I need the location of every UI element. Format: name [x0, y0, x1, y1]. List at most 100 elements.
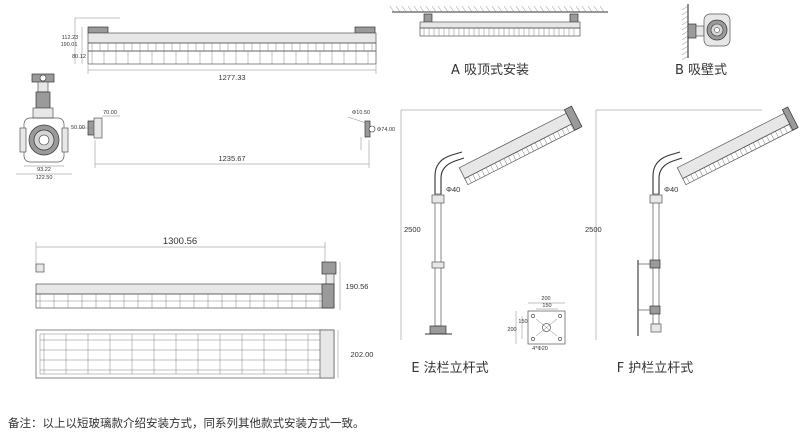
drawing-line [503, 5, 509, 13]
drawing-line [512, 153, 517, 161]
drawing-line [721, 158, 726, 165]
drawing-line [521, 149, 526, 156]
front-view: 1300.56 190.56 [35, 236, 369, 310]
drawing-line [539, 140, 543, 147]
dim-hole: Φ10.50 [352, 110, 370, 116]
dim-side-w1: 93.22 [37, 167, 51, 173]
drawing-line [739, 149, 744, 156]
drawing-line [545, 5, 551, 13]
drawing-line [551, 5, 557, 13]
drawing-line [717, 160, 721, 168]
drawing-line [575, 5, 581, 13]
plan-view: 202.00 [35, 329, 374, 379]
drawing-line [521, 5, 527, 13]
dim-pole-height-e: 2500 [404, 225, 421, 234]
drawing-line [569, 5, 575, 13]
drawing-line [681, 25, 689, 31]
drawing-line [681, 10, 689, 16]
drawing-line [437, 5, 443, 13]
drawing-line [413, 5, 419, 13]
drawing-line [530, 144, 535, 152]
drawing-line [770, 133, 775, 140]
dim-top-length: 1277.33 [218, 73, 245, 82]
drawing-line [548, 135, 552, 143]
drawing-line [570, 124, 575, 131]
drawing-line [455, 5, 461, 13]
dim-plan-height: 202.00 [351, 350, 374, 359]
drawing-line [788, 124, 793, 131]
drawing-line [708, 165, 712, 172]
dim-flange-w: 200 [541, 296, 550, 302]
drawing-line [490, 165, 494, 172]
dim-top-h3: 80.12 [72, 54, 86, 60]
drawing-line [503, 158, 508, 165]
flange-plate-detail: 200 150 150 200 4*Φ20 [507, 296, 566, 352]
drawing-line [491, 5, 497, 13]
drawing-line [681, 50, 689, 56]
caption-wall: B 吸壁式 [675, 63, 727, 78]
drawing-line [472, 174, 477, 181]
drawing-line [752, 142, 757, 149]
drawing-line [395, 5, 401, 13]
drawing-line [681, 40, 689, 46]
drawing-line [779, 128, 784, 136]
drawing-line [508, 156, 512, 163]
caption-guard-pole: F 护栏立杆式 [617, 361, 694, 376]
drawing-line [401, 5, 407, 13]
drawing-line [543, 137, 548, 145]
drawing-line [681, 45, 689, 51]
end-view: 93.22 122.50 [16, 73, 72, 181]
ceiling-mount: A 吸顶式安装 [389, 5, 608, 78]
caption-ceiling: A 吸顶式安装 [451, 63, 529, 78]
drawing-line [581, 5, 587, 13]
drawing-line [681, 30, 689, 36]
drawing-line [563, 5, 569, 13]
dim-pole-dia-e: Φ40 [446, 185, 460, 194]
drawing-line [690, 174, 695, 181]
drawing-line [757, 140, 761, 147]
drawing-line [481, 169, 486, 177]
dim-flange-h2: 150 [518, 319, 527, 325]
dim-front-height: 190.56 [346, 282, 369, 291]
dim-side-w2: 122.50 [36, 175, 53, 181]
drawing-line [681, 20, 689, 26]
caption-flange-pole: E 法栏立杆式 [411, 361, 488, 376]
dim-front-length: 1300.56 [163, 236, 197, 247]
drawing-line [476, 172, 481, 179]
bracket-detail: 70.00 50.00 1235.67 Φ10.50 Φ74.00 [71, 110, 395, 168]
drawing-line [735, 151, 739, 159]
drawing-line [681, 35, 689, 41]
drawing-line [485, 167, 490, 174]
drawing-line [726, 156, 730, 163]
drawing-line [517, 151, 521, 159]
drawing-line [533, 5, 539, 13]
dim-small-b: 50.00 [71, 125, 85, 131]
drawing-line [419, 5, 425, 13]
drawing-line [761, 137, 766, 145]
dim-pole-height-f: 2500 [585, 225, 602, 234]
drawing-line [473, 5, 479, 13]
dim-flange-h: 200 [507, 327, 516, 333]
drawing-line [681, 5, 689, 11]
guard-pole-mount: 2500 Φ40 F 护栏立杆式 [585, 106, 799, 376]
dim-flange-holes: 4*Φ20 [532, 346, 548, 352]
drawing-line [525, 147, 530, 154]
drawing-line [467, 5, 473, 13]
dim-flange-w2: 150 [542, 303, 551, 309]
top-side-view: 1277.33 112.23 190.01 80.12 [61, 17, 377, 82]
drawing-line [712, 162, 717, 170]
drawing-line [766, 135, 770, 143]
drawing-line [515, 5, 521, 13]
drawing-line [681, 55, 689, 61]
wall-mount: B 吸壁式 [675, 4, 731, 78]
dim-small-a: 70.00 [103, 110, 117, 116]
drawing-line [552, 133, 557, 140]
drawing-line [681, 15, 689, 21]
drawing-line [587, 5, 593, 13]
drawing-line [557, 131, 561, 138]
drawing-line [593, 5, 599, 13]
drawing-line [686, 176, 690, 183]
drawing-line [497, 5, 503, 13]
drawing-line [534, 142, 539, 149]
